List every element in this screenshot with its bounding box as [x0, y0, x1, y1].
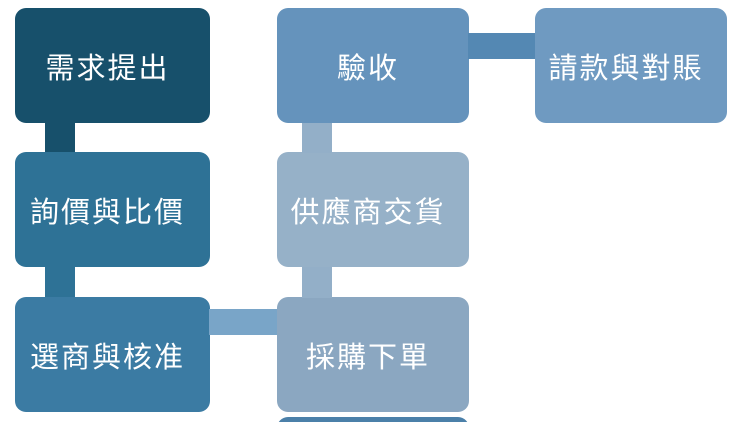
node-acceptance: 驗收: [277, 8, 469, 123]
node-purchase-order: 採購下單: [277, 297, 469, 412]
connector-supplier-delivery-to-acceptance: [302, 122, 332, 153]
node-vendor-selection-approval: 選商與核准: [15, 297, 210, 412]
node-supplier-delivery: 供應商交貨: [277, 152, 469, 267]
connector-vendor-selection-to-purchase-order: [209, 309, 278, 335]
connector-acceptance-to-billing: [468, 33, 536, 59]
node-inquiry-price-comparison: 詢價與比價: [15, 152, 210, 267]
node-demand-request: 需求提出: [15, 8, 210, 123]
connector-demand-to-inquiry: [45, 122, 75, 153]
node-next-step-clipped: [277, 417, 469, 422]
connector-inquiry-to-vendor-selection: [45, 266, 75, 298]
connector-purchase-order-to-supplier-delivery: [302, 266, 332, 298]
node-billing-reconciliation: 請款與對賬: [535, 8, 727, 123]
